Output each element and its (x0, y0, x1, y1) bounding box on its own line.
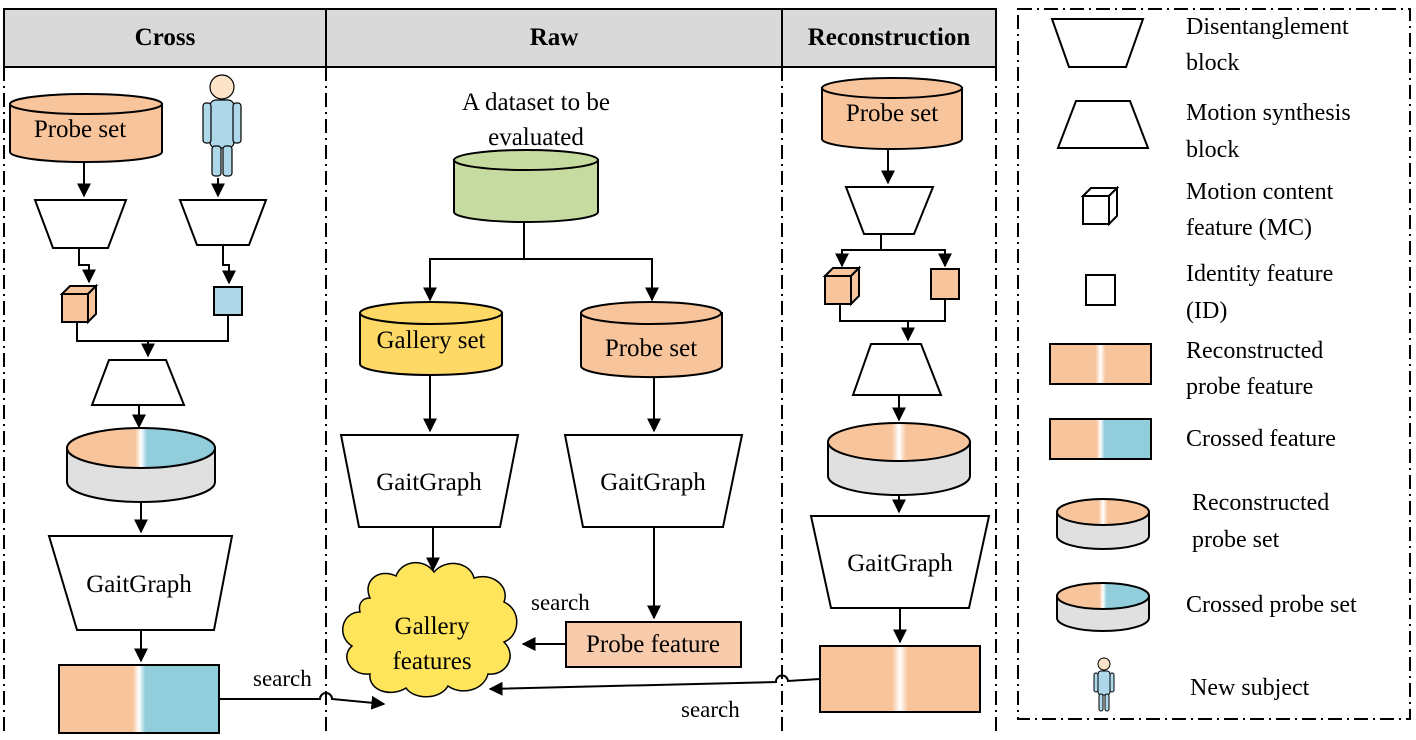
cross-gaitgraph-label: GaitGraph (86, 571, 192, 598)
header-reconstruction: Reconstruction (808, 24, 971, 51)
legend-item-crossed-set: Crossed probe set (1056, 582, 1357, 632)
raw-gaitgraph-block-gallery (339, 434, 520, 528)
raw-gallery-set-cylinder: Gallery set (359, 301, 503, 376)
cross-search-arrow (219, 692, 386, 710)
reconstruction-column: Probe set GaitGraph (809, 77, 991, 713)
legend-item-crossed-feature: Crossed feature (1049, 418, 1336, 460)
raw-probe-feature-box (565, 621, 742, 668)
raw-gallery-features-label-line1: Gallery (395, 613, 470, 640)
legend-item-reconstructed-feature: Reconstructed probe feature (1049, 338, 1323, 400)
disentanglement-block-icon (1050, 18, 1145, 68)
cross-id-feature-square (213, 286, 243, 316)
legend-label-motion-synthesis-1: Motion synthesis (1186, 100, 1351, 126)
cross-crossed-feature-box (58, 664, 220, 734)
raw-dataset-cylinder (453, 149, 599, 223)
raw-gallery-features-label-line2: features (392, 648, 471, 675)
motion-synthesis-block-icon (1056, 100, 1150, 149)
legend-label-reconstructed-feature-2: probe feature (1186, 374, 1313, 400)
raw-gaitgraph-label-gallery: GaitGraph (376, 469, 482, 496)
cross-disentangle-block-probe (33, 199, 128, 249)
legend-label-id-2: (ID) (1186, 298, 1227, 324)
cross-gaitgraph-block (47, 535, 234, 631)
reconstruction-search-arrow (488, 674, 821, 696)
column-separators (3, 67, 997, 736)
legend-item-id: Identity feature (ID) (1085, 261, 1333, 324)
legend-label-motion-synthesis-2: block (1186, 137, 1239, 163)
legend-item-mc: Motion content feature (MC) (1080, 179, 1334, 241)
legend-item-reconstructed-set: Reconstructed probe set (1056, 490, 1329, 553)
reconstructed-probe-set-icon (1056, 498, 1150, 550)
legend-label-disentanglement-2: block (1186, 50, 1239, 76)
raw-gallery-features-cloud: Gallery features (342, 562, 518, 698)
legend-label-mc-1: Motion content (1186, 179, 1334, 205)
legend-item-motion-synthesis: Motion synthesis block (1056, 100, 1351, 163)
cross-search-label: search (253, 666, 312, 691)
crossed-feature-icon (1049, 418, 1152, 460)
recon-gaitgraph-label: GaitGraph (847, 550, 953, 577)
legend-label-disentanglement-1: Disentanglement (1186, 14, 1349, 40)
legend-label-reconstructed-feature-1: Reconstructed (1186, 338, 1323, 364)
recon-probe-set-label: Probe set (846, 100, 938, 127)
legend-label-reconstructed-set-1: Reconstructed (1192, 490, 1329, 516)
recon-motion-synthesis-block (851, 343, 943, 396)
legend-label-new-subject: New subject (1190, 675, 1310, 701)
raw-probe-set-cylinder: Probe set (580, 301, 723, 379)
identity-feature-icon (1085, 274, 1116, 306)
legend: Disentanglement block Motion synthesis b… (1049, 14, 1357, 712)
header-raw: Raw (530, 24, 579, 51)
cross-probe-set-cylinder: Probe set (9, 93, 163, 163)
reconstructed-probe-feature-icon (1049, 343, 1152, 385)
crossed-probe-set-icon (1056, 582, 1150, 632)
raw-dataset-label-line1: A dataset to be (462, 89, 610, 116)
cross-motion-synthesis-block (90, 359, 186, 406)
raw-probe-set-label: Probe set (605, 335, 697, 362)
legend-label-id-1: Identity feature (1186, 261, 1333, 287)
legend-label-crossed-set: Crossed probe set (1186, 592, 1357, 618)
header-cross: Cross (135, 24, 196, 51)
motion-content-feature-icon (1080, 185, 1120, 227)
legend-item-disentanglement: Disentanglement block (1050, 14, 1349, 76)
raw-dataset-label-line2: evaluated (488, 124, 584, 151)
recon-probe-set-cylinder: Probe set (821, 77, 963, 150)
recon-id-feature-square (930, 268, 960, 300)
recon-mc-feature-cube (822, 265, 862, 307)
raw-column: A dataset to be evaluated Gallery set Pr… (339, 89, 744, 698)
legend-label-reconstructed-set-2: probe set (1192, 527, 1280, 553)
raw-search-label: search (531, 590, 590, 615)
cross-disentangle-block-subject (178, 199, 268, 246)
legend-label-crossed-feature: Crossed feature (1186, 426, 1336, 452)
new-subject-icon (1093, 657, 1115, 712)
raw-probe-feature-label: Probe feature (586, 631, 720, 658)
recon-gaitgraph-block (809, 515, 991, 609)
new-subject-figure (202, 74, 242, 177)
recon-reconstructed-probe-set-cylinder (827, 422, 971, 496)
raw-gaitgraph-label-probe: GaitGraph (600, 469, 706, 496)
legend-box (1017, 8, 1411, 720)
raw-gaitgraph-block-probe (563, 434, 744, 528)
reconstruction-search-label: search (681, 697, 740, 722)
cross-column: Probe set (9, 74, 268, 734)
legend-item-new-subject: New subject (1093, 657, 1310, 712)
recon-reconstructed-feature-box (819, 645, 981, 713)
cross-mc-feature-cube (59, 283, 99, 325)
cross-probe-set-label: Probe set (34, 116, 126, 143)
legend-label-mc-2: feature (MC) (1186, 215, 1312, 241)
column-headers: Cross Raw Reconstruction (3, 8, 997, 68)
cross-crossed-probe-set-cylinder (66, 427, 216, 503)
recon-disentangle-block (844, 186, 935, 235)
raw-gallery-set-label: Gallery set (377, 327, 486, 354)
